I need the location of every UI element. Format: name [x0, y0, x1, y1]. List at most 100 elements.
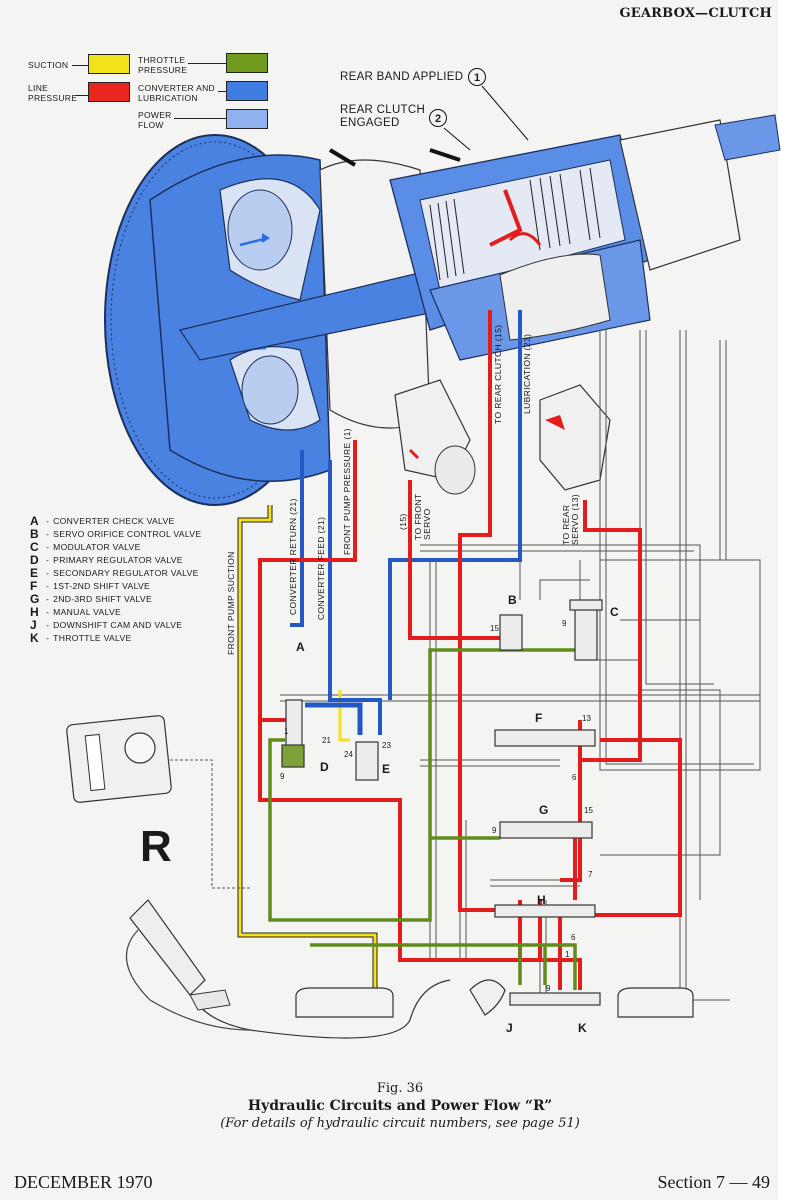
- left-sump: [295, 987, 394, 1018]
- callout-number-1: 1: [468, 68, 486, 86]
- label-converter-feed: CONVERTER FEED (21): [316, 516, 326, 620]
- valve-key-row: H-MANUAL VALVE: [30, 605, 122, 619]
- selected-gear-indicator: R: [140, 822, 172, 871]
- callout-rear-clutch-label: REAR CLUTCH ENGAGED: [340, 104, 425, 130]
- circuit-number: 9: [562, 619, 567, 628]
- valve-label-h: H: [537, 893, 546, 907]
- circuit-number: 6: [572, 773, 577, 782]
- circuit-number: 1: [565, 950, 570, 959]
- valve-label-j: J: [506, 1021, 513, 1035]
- circuit-number: 21: [322, 736, 331, 745]
- callout-text: ENGAGED: [340, 117, 400, 129]
- valve-jk-body: [509, 992, 601, 1006]
- circuit-number: 9: [280, 772, 285, 781]
- valve-c-cap: [569, 599, 603, 611]
- circuit-number: 7: [588, 870, 593, 879]
- circuit-number: 23: [382, 741, 391, 750]
- valve-label-e: E: [382, 762, 391, 776]
- valve-d-body: [285, 699, 303, 751]
- valve-key-name: 1ST-2ND SHIFT VALVE: [53, 581, 151, 591]
- circuit-number: 13: [582, 714, 591, 723]
- circuit-number: 9: [492, 826, 497, 835]
- legend-text: LUBRICATION: [138, 93, 198, 103]
- valve-label-d: D: [320, 760, 329, 774]
- valve-key-letter: K: [30, 631, 39, 645]
- valve-key-name: 2ND-3RD SHIFT VALVE: [53, 594, 152, 604]
- gearbox-body: [179, 114, 781, 429]
- valve-key-letter: A: [30, 514, 39, 528]
- section-header: GEARBOX—CLUTCH: [619, 6, 772, 21]
- valve-bodies: [281, 599, 603, 1006]
- circuit-number: 15: [584, 806, 593, 815]
- valve-key-letter: G: [30, 592, 40, 606]
- valve-key-row: C-MODULATOR VALVE: [30, 540, 141, 554]
- valve-key-row: D-PRIMARY REGULATOR VALVE: [30, 553, 183, 567]
- valve-key-row: A-CONVERTER CHECK VALVE: [30, 514, 175, 528]
- figure-number: Fig. 36: [376, 1081, 424, 1096]
- right-sump: [617, 987, 694, 1018]
- legend-label-converter-lubrication: CONVERTER AND LUBRICATION: [138, 83, 215, 103]
- accelerator-pedal: [125, 899, 251, 1031]
- legend-leader: [72, 65, 88, 66]
- legend-leader: [188, 63, 226, 64]
- legend-text: FLOW: [138, 120, 164, 130]
- legend-text: PRESSURE: [28, 93, 78, 103]
- legend-swatch-throttle-pressure: [226, 53, 268, 73]
- valve-d-spring: [281, 744, 305, 768]
- legend-swatch-suction: [88, 54, 130, 74]
- valve-g-body: [499, 821, 593, 839]
- circuit-number: 15: [490, 624, 499, 633]
- downshift-cam: [189, 979, 506, 1039]
- legend-text: CONVERTER AND: [138, 83, 215, 93]
- legend-label-throttle-pressure: THROTTLE PRESSURE: [138, 55, 187, 75]
- legend-text: PRESSURE: [138, 65, 188, 75]
- legend-label-power-flow: POWER FLOW: [138, 110, 172, 130]
- gear-selector: [66, 715, 250, 889]
- page-edge: [778, 0, 800, 1200]
- legend-label-line-pressure: LINE PRESSURE: [28, 83, 77, 103]
- label-to-rear-clutch: TO REAR CLUTCH (15): [493, 324, 503, 424]
- valve-key-letter: F: [30, 579, 38, 593]
- valve-f-body: [494, 729, 596, 747]
- label-front-pump-suction: FRONT PUMP SUCTION: [226, 551, 236, 655]
- callout-text: REAR CLUTCH: [340, 104, 426, 116]
- valve-key-row: K-THROTTLE VALVE: [30, 631, 132, 645]
- legend-swatch-converter-lubrication: [226, 81, 268, 101]
- valve-key-letter: J: [30, 618, 37, 632]
- valve-key-letter: C: [30, 540, 39, 554]
- valve-label-g: G: [539, 803, 549, 817]
- footer-date: DECEMBER 1970: [14, 1172, 153, 1192]
- label-lubrication: LUBRICATION (23): [522, 333, 532, 414]
- figure-note: (For details of hydraulic circuit number…: [220, 1116, 580, 1131]
- label-front-servo-number: (15): [398, 513, 408, 530]
- valve-key: A-CONVERTER CHECK VALVE B-SERVO ORIFICE …: [30, 515, 201, 645]
- footer-page-number: Section 7 — 49: [657, 1172, 771, 1192]
- legend-text: THROTTLE: [138, 55, 186, 65]
- valve-b-body: [499, 614, 523, 651]
- line-label-text: SERVO (13): [570, 493, 580, 545]
- legend-text: POWER: [138, 110, 172, 120]
- label-converter-return: CONVERTER RETURN (21): [288, 498, 298, 615]
- valve-label-c: C: [610, 605, 619, 619]
- front-servo: [394, 379, 476, 495]
- valve-key-name: SERVO ORIFICE CONTROL VALVE: [53, 529, 202, 539]
- valve-label-f: F: [535, 711, 543, 725]
- circuit-number: 1: [284, 727, 289, 736]
- circuit-number: 9: [546, 984, 551, 993]
- legend-leader: [174, 118, 226, 119]
- line-label-text: SERVO: [422, 508, 432, 540]
- legend-leader: [218, 91, 226, 92]
- valve-key-name: MODULATOR VALVE: [53, 542, 141, 552]
- legend-label-suction: SUCTION: [28, 60, 69, 70]
- valve-key-letter: B: [30, 527, 39, 541]
- valve-key-row: F-1ST-2ND SHIFT VALVE: [30, 579, 151, 593]
- circuit-number: 24: [344, 750, 353, 759]
- label-front-pump-pressure: FRONT PUMP PRESSURE (1): [342, 428, 352, 555]
- valve-key-row: E-SECONDARY REGULATOR VALVE: [30, 566, 199, 580]
- torque-converter: [104, 134, 331, 506]
- valve-key-name: DOWNSHIFT CAM AND VALVE: [53, 620, 183, 630]
- valve-e-body: [355, 741, 379, 781]
- valve-key-letter: H: [30, 605, 39, 619]
